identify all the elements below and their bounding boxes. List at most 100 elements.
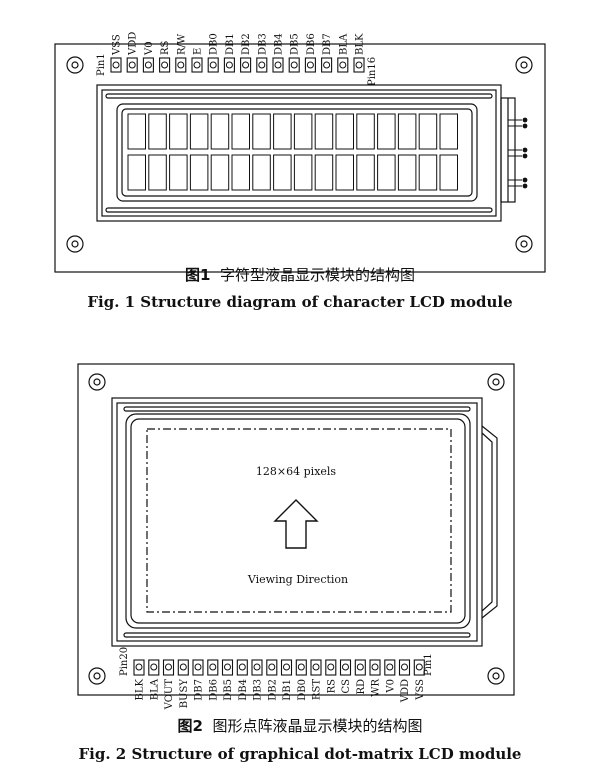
fig1-pin-label: VSS <box>112 34 123 56</box>
fig1-pin <box>240 57 252 73</box>
fig2-board-outline <box>77 363 515 696</box>
fig1-char-cell <box>273 113 292 150</box>
fig1-character-grid <box>127 113 458 191</box>
fig2-viewing-arrow <box>273 499 319 549</box>
fig1-caption-zh: 图1 字符型液晶显示模块的结构图 <box>0 264 600 285</box>
fig2-pin-label: RS <box>326 679 337 694</box>
fig1-char-cell <box>356 154 375 191</box>
fig2-flex-connector <box>481 425 498 619</box>
fig1-pin <box>288 57 300 73</box>
fig2-pin <box>384 659 396 676</box>
fig1-bezel-inner <box>101 89 497 217</box>
fig1-pin-label: R/W <box>176 33 187 55</box>
fig2-caption-zh: 图2 图形点阵液晶显示模块的结构图 <box>0 715 600 736</box>
fig1-mounting-hole-tr <box>515 56 533 74</box>
fig2-pin <box>369 659 381 676</box>
fig2-pin20-label: Pin20 <box>119 647 130 676</box>
fig1-char-cell <box>210 113 230 150</box>
fig2-pin <box>266 659 278 676</box>
fig1-pin-label: BLA <box>338 33 349 55</box>
fig2-pin-label: RST <box>312 679 323 700</box>
fig1-pin <box>159 57 171 73</box>
fig2-pin1-label: Pin1 <box>423 653 434 676</box>
fig1-glass-outer <box>116 103 478 202</box>
fig2-pin-label: CS <box>341 679 352 694</box>
fig1-pin1-label: Pin1 <box>96 53 107 76</box>
fig1-pin <box>223 57 235 73</box>
fig2-top-rail <box>123 406 471 412</box>
fig1-side-terminal <box>508 153 528 159</box>
fig1-char-cell <box>127 113 146 150</box>
fig1-char-cell <box>189 113 209 150</box>
fig2-viewing-direction-label: Viewing Direction <box>247 573 348 586</box>
fig2-pin <box>192 659 204 676</box>
fig1-char-cell <box>189 154 209 191</box>
fig2-pin-label: DB4 <box>238 679 249 701</box>
fig1-caption-zh-text: 字符型液晶显示模块的结构图 <box>219 266 415 284</box>
fig1-pin-label: E <box>193 48 204 55</box>
fig1-pin-label: DB0 <box>209 33 220 55</box>
fig2-mounting-hole-bl <box>88 667 106 685</box>
fig1-mounting-hole-bl <box>66 235 84 253</box>
fig1-char-cell <box>127 154 146 191</box>
fig1-pin <box>191 57 203 73</box>
fig2-pin-label: BUSY <box>179 679 190 709</box>
fig1-char-cell <box>335 113 354 150</box>
fig2-pin <box>354 659 366 676</box>
fig2-active-area <box>146 428 452 613</box>
fig1-pin <box>110 57 122 73</box>
fig2-pin <box>280 659 293 676</box>
fig1-pin <box>337 57 349 73</box>
fig2-pin <box>236 659 248 676</box>
fig1-pin-label: BLK <box>355 33 366 55</box>
fig1-char-cell <box>148 113 167 150</box>
fig1-char-cell <box>418 154 438 191</box>
fig1-caption-en: Fig. 1 Structure diagram of character LC… <box>87 293 513 311</box>
fig1-char-cell <box>397 113 417 150</box>
fig2-pin-label: DB5 <box>223 679 234 701</box>
fig1-char-cell <box>169 113 188 150</box>
fig2-pin-label: BLK <box>135 678 146 700</box>
fig1-bottom-rail <box>105 207 493 213</box>
fig1-char-cell <box>335 154 354 191</box>
fig1-side-terminal <box>508 147 528 153</box>
fig2-bezel-outer <box>111 397 483 647</box>
fig2-pin <box>251 659 263 676</box>
fig1-pin-label: DB4 <box>274 33 285 55</box>
fig2-pin-label: DB6 <box>208 679 219 701</box>
fig2-mounting-hole-tl <box>88 373 106 391</box>
fig1-pin <box>272 57 284 73</box>
fig2-caption-en: Fig. 2 Structure of graphical dot-matrix… <box>78 745 522 763</box>
fig1-pin <box>207 57 219 73</box>
fig1-side-terminals <box>508 117 528 189</box>
fig2-mounting-hole-tr <box>487 373 505 391</box>
fig1-pin-label: DB2 <box>241 33 252 55</box>
figure2-diagram <box>77 363 515 696</box>
fig1-char-cell <box>439 154 458 191</box>
fig2-pin <box>310 659 322 676</box>
fig1-pin-label: DB7 <box>322 33 333 55</box>
fig1-pin-label: DB1 <box>225 33 236 55</box>
fig1-char-cell <box>231 154 250 191</box>
fig2-pin <box>162 659 175 676</box>
fig2-pin-label: RD <box>356 679 367 695</box>
fig2-pin-label: DB3 <box>253 679 264 701</box>
fig2-pin-label: WR <box>371 679 382 697</box>
fig1-board-outline <box>54 43 546 273</box>
fig1-mounting-hole-br <box>515 235 533 253</box>
fig2-pin-label: BLA <box>149 678 160 700</box>
fig2-pin-label: DB2 <box>267 679 278 701</box>
fig2-pin <box>177 659 189 676</box>
fig2-caption-zh-text: 图形点阵液晶显示模块的结构图 <box>212 717 423 735</box>
fig2-pin-label: VSS <box>415 679 426 701</box>
fig1-char-cell <box>377 113 396 150</box>
fig1-pin16-label: Pin16 <box>367 57 378 86</box>
fig1-side-terminal <box>508 123 528 129</box>
fig1-top-rail <box>105 93 493 99</box>
fig1-char-cell <box>252 154 271 191</box>
fig1-char-cell <box>293 154 313 191</box>
fig1-pin-label: VDD <box>128 32 139 56</box>
fig2-pin <box>133 659 145 676</box>
